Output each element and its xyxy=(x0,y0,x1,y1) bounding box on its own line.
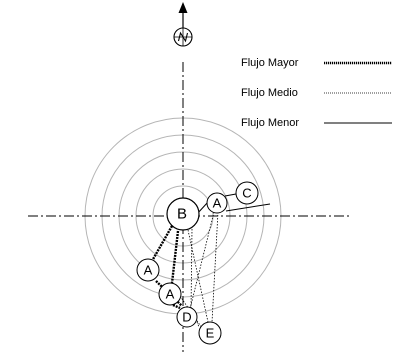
legend-minor-label: Flujo Menor xyxy=(241,117,299,129)
node-e-label: E xyxy=(206,326,215,341)
node-d-label: D xyxy=(182,310,191,325)
legend: Flujo Mayor Flujo Medio Flujo Menor xyxy=(241,57,392,129)
node-a-3-label: A xyxy=(166,287,175,302)
flow-b-a3 xyxy=(170,230,180,284)
flow-b-e xyxy=(187,229,209,323)
node-d: D xyxy=(176,306,198,328)
node-a-2-label: A xyxy=(144,263,153,278)
flow-a1-c xyxy=(224,193,237,197)
node-a-2: A xyxy=(136,258,160,282)
flow-d-e xyxy=(196,321,200,328)
north-arrow-icon xyxy=(173,2,193,47)
flow-a3-d xyxy=(172,303,181,310)
node-e: E xyxy=(198,321,222,345)
flow-a1-e xyxy=(225,203,271,212)
flow-a1-e-dotted xyxy=(211,211,219,323)
node-b: B xyxy=(166,197,200,231)
node-a-1-label: A xyxy=(213,196,222,211)
node-c: C xyxy=(235,181,259,205)
legend-medium-label: Flujo Medio xyxy=(241,87,298,99)
flow-b-a2 xyxy=(150,225,174,262)
node-a-3: A xyxy=(158,282,182,306)
flow-b-d xyxy=(190,228,193,311)
legend-major-label: Flujo Mayor xyxy=(241,57,299,69)
node-b-label: B xyxy=(177,206,187,223)
node-a-1: A xyxy=(206,192,228,214)
node-c-label: C xyxy=(242,186,251,201)
